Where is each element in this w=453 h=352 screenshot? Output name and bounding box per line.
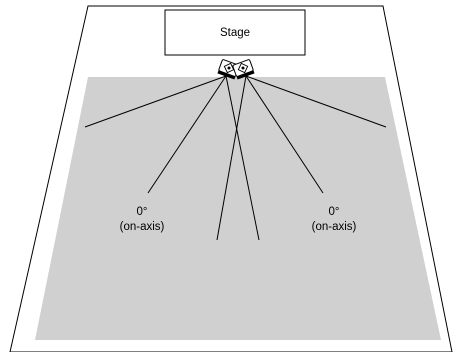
left-speaker-outer-edge-line (84, 75, 227, 128)
right-speaker-on-axis-line (245, 75, 324, 194)
stage-box (164, 9, 306, 56)
left-zone-angle-label: 0° (137, 206, 148, 218)
right-zone-axis-label: (on-axis) (312, 221, 357, 233)
right-speaker-coverage-lines (216, 75, 387, 241)
stage-label: Stage (220, 27, 250, 39)
right-zone-angle-label: 0° (329, 206, 340, 218)
right-speaker-inner-edge-line (216, 75, 247, 241)
right-speaker-outer-edge-line (245, 75, 387, 128)
left-speaker-coverage-lines (84, 75, 260, 241)
right-loudspeaker-icon (232, 59, 255, 80)
left-speaker-on-axis-line (147, 75, 227, 194)
left-zone-axis-label: (on-axis) (120, 221, 165, 233)
audience-area (35, 77, 441, 340)
left-speaker-inner-edge-line (225, 75, 260, 241)
